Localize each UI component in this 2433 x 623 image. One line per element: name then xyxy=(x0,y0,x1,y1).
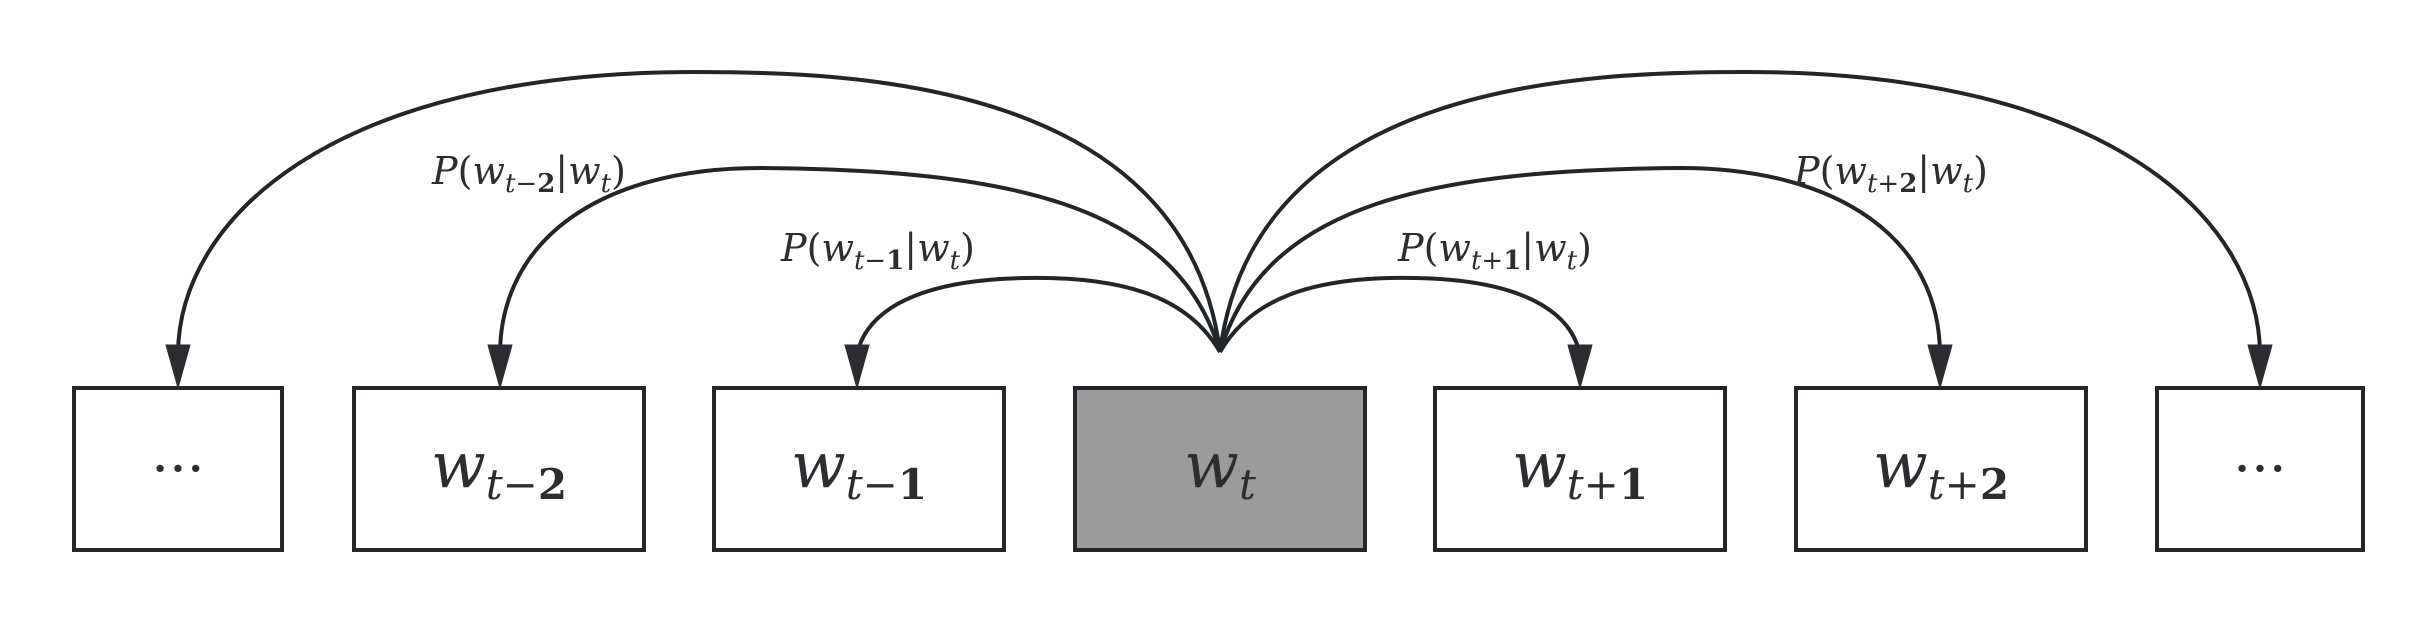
edge-label-plus-1: P(wt+1|wt) xyxy=(1397,226,1592,276)
arrowhead-w-t-minus-2 xyxy=(487,344,513,390)
arrowhead-w-t-plus-1 xyxy=(1567,344,1593,390)
context-arcs xyxy=(176,69,2262,356)
arc-to-w-t-minus-2 xyxy=(498,165,1222,356)
box-left-ellipsis xyxy=(72,386,284,552)
label-w-t-plus-2: wt+2 xyxy=(1873,429,2009,509)
arrowhead-w-t-plus-2 xyxy=(1927,344,1953,390)
edge-label-minus-1: P(wt−1|wt) xyxy=(780,226,975,276)
arc-to-w-t-plus-2 xyxy=(1218,165,1942,356)
arrowhead-right-ellipsis xyxy=(2247,344,2273,390)
label-w-t-minus-2: wt−2 xyxy=(431,429,567,509)
edge-label-plus-2: P(wt+2|wt) xyxy=(1793,149,1988,199)
edge-label-minus-2: P(wt−2|wt) xyxy=(431,149,626,199)
label-w-t: wt xyxy=(1184,429,1256,509)
arrowheads xyxy=(165,344,2273,390)
box-labels: ··· wt−2 wt−1 wt wt+1 wt+2 ··· xyxy=(151,429,2286,509)
label-right-ellipsis: ··· xyxy=(2233,437,2286,502)
box-w-t-minus-1 xyxy=(712,386,1006,552)
box-w-t xyxy=(1073,386,1367,552)
arrowhead-left-ellipsis xyxy=(165,344,191,390)
label-left-ellipsis: ··· xyxy=(151,437,204,502)
box-w-t-plus-2 xyxy=(1794,386,2088,552)
box-w-t-minus-2 xyxy=(352,386,646,552)
label-w-t-plus-1: wt+1 xyxy=(1512,429,1648,509)
arc-to-w-t-plus-1 xyxy=(1218,275,1582,356)
edge-labels: P(wt−2|wt) P(wt−1|wt) P(wt+1|wt) P(wt+2|… xyxy=(431,149,1988,276)
word-boxes xyxy=(72,386,2365,552)
box-w-t-plus-1 xyxy=(1433,386,1727,552)
arrowhead-w-t-minus-1 xyxy=(844,344,870,390)
box-right-ellipsis xyxy=(2155,386,2365,552)
label-w-t-minus-1: wt−1 xyxy=(791,429,927,509)
arc-to-w-t-minus-1 xyxy=(855,275,1222,356)
arc-to-right-ellipsis xyxy=(1218,69,2262,356)
arc-to-left-ellipsis xyxy=(176,69,1222,356)
